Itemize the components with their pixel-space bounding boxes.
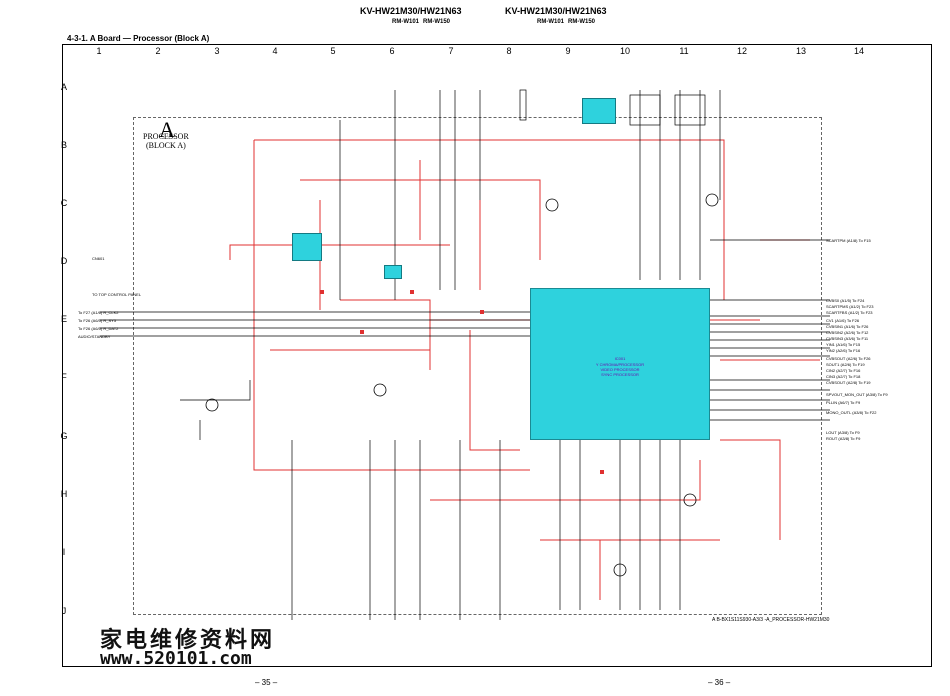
ic-small-center (384, 265, 402, 279)
label-top-control: TO TOP CONTROL PANEL (92, 292, 142, 297)
remote-right-2: RM-W150 (568, 19, 596, 25)
label-cvbs3: CVBSIN3 (A3/6) To F11 (826, 336, 869, 341)
ic001-ref: IC001 (614, 356, 626, 361)
label-mono-out: MONO_OUTL (A3/8) To F22 (826, 410, 877, 415)
label-r-dat: To F26 (A6/5) R_DAT2 (78, 326, 119, 331)
label-scartfb: SCARTFBS (A1/2) To F23 (826, 310, 873, 315)
pins-red (320, 290, 604, 474)
label-scartpm: SCARTPM (A1/8) To F15 (826, 238, 871, 243)
label-cin2: CIN2 (A2/7) To F16 (826, 368, 861, 373)
row-label-j: J (61, 606, 67, 616)
schematic-frame (62, 44, 932, 667)
col-label-2: 2 (155, 46, 161, 56)
board-letter: A (159, 117, 175, 142)
ic001-desc-1: Y CHROMA/PROCESSOR (595, 362, 645, 367)
col-label-10: 10 (619, 46, 630, 56)
col-label-5: 5 (330, 46, 336, 56)
label-cv1: CV1 (A1/6) To F26 (826, 318, 860, 323)
board-outline (133, 117, 822, 615)
remote-left-2: RM-W150 (423, 19, 451, 25)
row-label-c: C (60, 198, 68, 208)
label-cvbs1: CVBSIN1 (A1/6) To F26 (826, 324, 869, 329)
board-reference: A B-BX1S11S930-A3/3 -A_PROCESSOR-HW21M30 (712, 617, 830, 623)
col-label-3: 3 (214, 46, 220, 56)
row-label-i: I (62, 547, 66, 557)
ic001-processor (530, 288, 710, 440)
row-label-a: A (60, 82, 67, 92)
remote-right-1: RM-W101 (537, 19, 565, 25)
connector-top-center (582, 98, 616, 124)
label-cvbs-out: CVBSOUT (A2/6) To F26 (826, 356, 871, 361)
label-lout: LOUT (A3/8) To F9 (826, 430, 860, 435)
ic001-desc-2: VIDEO PROCESSOR (600, 367, 640, 372)
row-label-g: G (60, 431, 68, 441)
label-s-out: SOUT1 (A2/6) To F19 (826, 362, 865, 367)
label-cvbs2: CVBSIN2 (A2/6) To F12 (826, 330, 869, 335)
col-label-11: 11 (679, 46, 689, 56)
label-rout: ROUT (A3/8) To F9 (826, 436, 861, 441)
model-title-left: KV-HW21M30/HW21N63 (360, 6, 462, 16)
row-label-b: B (60, 140, 67, 150)
col-label-7: 7 (448, 46, 454, 56)
label-yin1: YIN1 (A1/6) To F15 (826, 342, 861, 347)
label-r-clk: To F27 (A1/6) R_CLK2 (78, 310, 119, 315)
section-title: 4-3-1. A Board — Processor (Block A) (67, 34, 210, 43)
model-title-right: KV-HW21M30/HW21N63 (505, 6, 607, 16)
row-label-f: F (61, 372, 67, 382)
board-name-line1: PROCESSOR (143, 132, 189, 141)
row-label-d: D (60, 256, 68, 266)
label-yin2: YIN2 (A2/6) To F16 (826, 348, 861, 353)
label-audio: AUDIO/STANDBY (78, 334, 111, 339)
ic001-desc-3: SYNC PROCESSOR (601, 372, 639, 377)
label-cvbsout2: CVBSOUT (A2/8) To F19 (826, 380, 871, 385)
watermark-url: www.520101.com (100, 648, 252, 669)
remote-left-1: RM-W101 (392, 19, 420, 25)
label-cin3: CIN3 (A2/7) To F18 (826, 374, 861, 379)
label-r-sy: To F26 (A6/5) R_SY3 (78, 318, 117, 323)
col-label-13: 13 (795, 46, 806, 56)
col-label-9: 9 (565, 46, 571, 56)
col-label-14: 14 (853, 46, 864, 56)
label-scartpm2: SCARTPMS (A1/2) To F23 (826, 304, 874, 309)
row-label-h: H (60, 489, 68, 499)
red-traces (229, 139, 820, 600)
label-cn601: CN601 (92, 256, 105, 261)
col-label-1: 1 (96, 46, 102, 56)
watermark-chinese: 家电维修资料网 (100, 627, 276, 653)
black-traces (100, 89, 830, 620)
ic-small-left (292, 233, 322, 261)
row-label-e: E (60, 314, 67, 324)
col-label-12: 12 (736, 46, 747, 56)
col-label-8: 8 (506, 46, 512, 56)
page-number-left: – 35 – (255, 678, 278, 687)
label-cvbs0: CVBS0 (A1/5) To F24 (826, 298, 865, 303)
label-pll-in: PLLIN (A6/7) To F9 (826, 400, 861, 405)
label-spv-out: SPVOUT_MON_OUT (A3/8) To F9 (826, 392, 888, 397)
col-label-6: 6 (389, 46, 395, 56)
col-label-4: 4 (272, 46, 278, 56)
transistor-symbols (205, 193, 719, 577)
page-number-right: – 36 – (708, 678, 731, 687)
board-name-line2: (BLOCK A) (146, 141, 186, 150)
